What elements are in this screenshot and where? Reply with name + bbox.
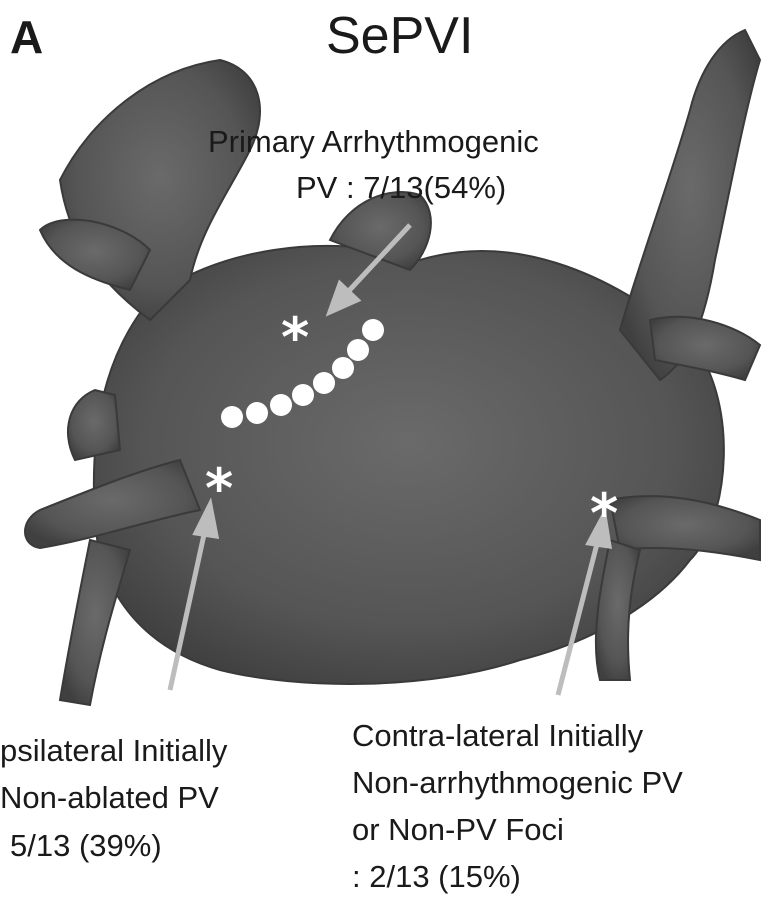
contralateral-label-line3: or Non-PV Foci — [352, 814, 564, 845]
contralateral-label-line1: Contra-lateral Initially — [352, 720, 643, 751]
figure-title: SePVI — [326, 10, 473, 62]
ipsilateral-label-line1: psilateral Initially — [0, 735, 227, 766]
contralateral-label-line4: : 2/13 (15%) — [352, 861, 521, 892]
panel-letter: A — [10, 14, 43, 60]
ipsilateral-label-line3: 5/13 (39%) — [10, 830, 162, 861]
asterisk-ipsilateral: * — [205, 462, 233, 516]
primary-label-line2: PV : 7/13(54%) — [296, 172, 506, 203]
contralateral-label-line2: Non-arrhythmogenic PV — [352, 767, 683, 798]
ipsilateral-label-line2: Non-ablated PV — [0, 782, 219, 813]
asterisk-contralateral: * — [590, 487, 618, 541]
primary-label-line1: Primary Arrhythmogenic — [208, 126, 539, 157]
asterisk-primary: * — [281, 311, 309, 365]
